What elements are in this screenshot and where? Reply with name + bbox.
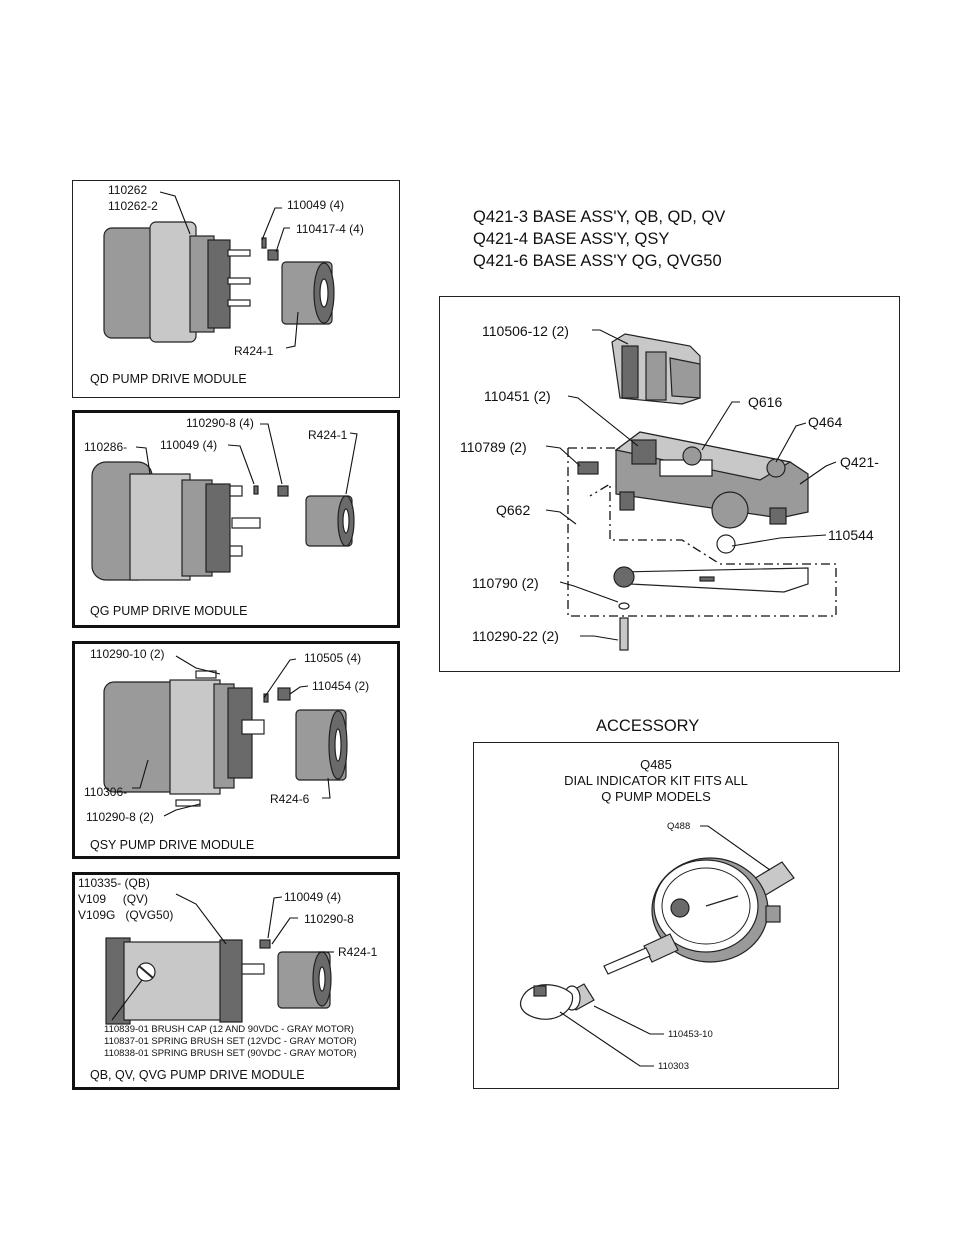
label-110454: 110454 (2) [312,679,370,693]
label-q488: Q488 [667,821,691,832]
label-110335: 110335- (QB) [78,876,150,890]
label-110290-10: 110290-10 (2) [90,647,165,661]
qd-caption: QD PUMP DRIVE MODULE [90,372,247,386]
label-110049: 110049 (4) [287,198,345,212]
label-q662: Q662 [496,502,531,518]
label-v109: V109 (QV) [78,892,149,906]
base-heading-3: Q421-6 BASE ASS'Y QG, QVG50 [473,252,722,270]
label-110049: 110049 (4) [284,890,342,904]
note-spring-brush-90v: 110838-01 SPRING BRUSH SET (90VDC - GRAY… [104,1048,357,1059]
base-heading-1: Q421-3 BASE ASS'Y, QB, QD, QV [473,208,726,226]
qg-caption: QG PUMP DRIVE MODULE [90,604,248,618]
qb-caption: QB, QV, QVG PUMP DRIVE MODULE [90,1068,305,1082]
note-brush-cap: 110839-01 BRUSH CAP (12 AND 90VDC - GRAY… [104,1024,354,1035]
label-110262: 110262 [108,183,148,197]
label-110790: 110790 (2) [472,575,539,591]
qsy-caption: QSY PUMP DRIVE MODULE [90,838,255,852]
label-110505: 110505 (4) [304,651,362,665]
label-110049: 110049 (4) [160,438,218,452]
label-r424-1: R424-1 [308,428,348,442]
label-110506-12: 110506-12 (2) [482,323,569,339]
label-110286: 110286- [84,440,128,454]
label-110789: 110789 (2) [460,439,527,455]
accessory-heading: ACCESSORY [596,717,700,735]
label-110453-10: 110453-10 [668,1029,713,1040]
label-110290-8: 110290-8 (2) [86,810,154,824]
base-heading-2: Q421-4 BASE ASS'Y, QSY [473,230,670,248]
label-r424-6: R424-6 [270,792,310,806]
label-v109g: V109G (QVG50) [78,908,174,922]
note-spring-brush-12v: 110837-01 SPRING BRUSH SET (12VDC - GRAY… [104,1036,357,1047]
label-q421: Q421- [840,454,879,470]
label-110417-4: 110417-4 (4) [296,222,364,236]
accessory-title-3: Q PUMP MODELS [601,789,711,804]
label-110290-8: 110290-8 [304,912,354,926]
label-110451: 110451 (2) [484,388,551,404]
label-q616: Q616 [748,394,783,410]
label-r424-1: R424-1 [234,344,274,358]
label-r424-1: R424-1 [338,945,378,959]
label-110290-22: 110290-22 (2) [472,628,559,644]
label-q464: Q464 [808,414,843,430]
label-110262-2: 110262-2 [108,199,158,213]
label-110290-8: 110290-8 (4) [186,416,254,430]
label-110303: 110303 [658,1061,689,1072]
accessory-title-2: DIAL INDICATOR KIT FITS ALL [564,773,748,788]
accessory-title-1: Q485 [640,757,672,772]
label-110306: 110306- [84,785,128,799]
label-110544: 110544 [828,527,874,543]
